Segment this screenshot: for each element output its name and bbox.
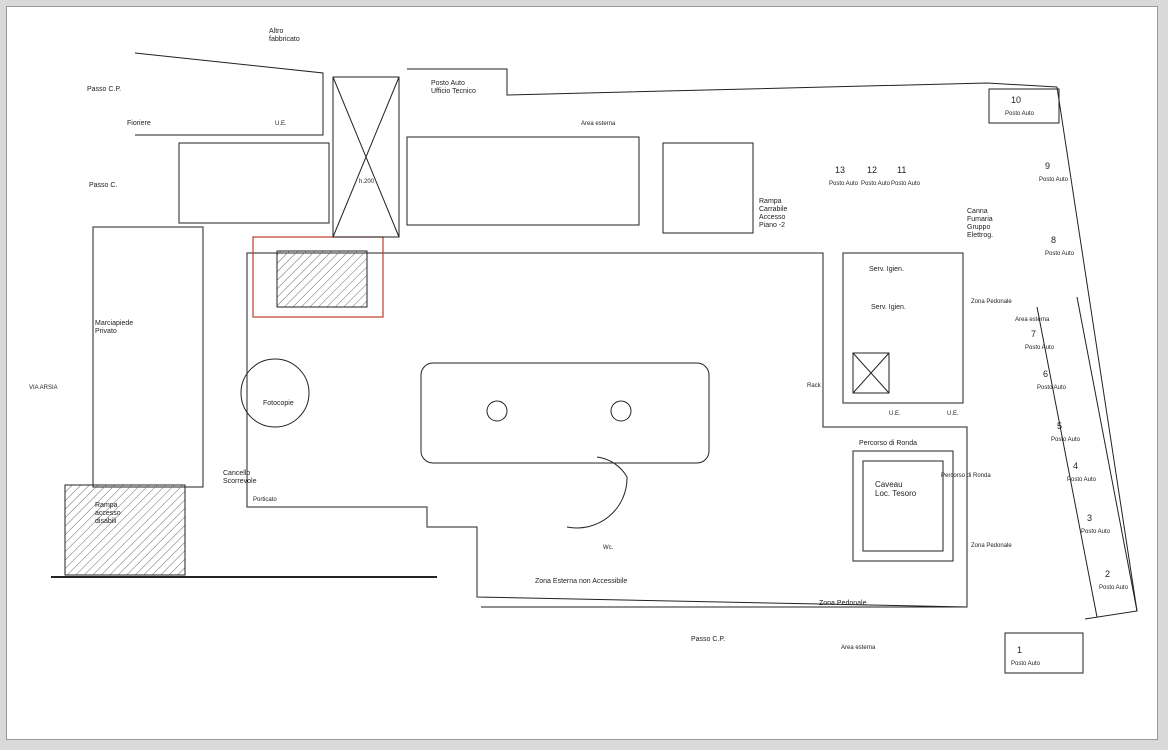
highlighted-office-hatch: [276, 250, 368, 308]
parking-number-4: 4: [1073, 461, 1078, 471]
label-ue-mid: U.E.: [889, 411, 901, 417]
parking-strip-right: [1076, 296, 1138, 612]
label-serv-igien-2: Serv. Igien.: [871, 304, 906, 311]
site-boundary-top: [407, 68, 1058, 96]
label-porticato: Porticato: [253, 497, 277, 503]
parking-label-7: Posto Auto: [1025, 345, 1055, 351]
spiral-stair: [566, 456, 628, 529]
parking-label-1: Posto Auto: [1011, 661, 1041, 667]
label-zona-pedonale-bottom: Zona Pedonale: [819, 600, 867, 607]
bottom-parking-box: [1004, 632, 1084, 674]
label-passo-c: Passo C.: [89, 182, 117, 189]
label-passo-cp-top: Passo C.P.: [87, 86, 121, 93]
ramp-bottom-left: [64, 484, 186, 576]
label-ue-top: U.E.: [275, 121, 287, 127]
planter-strip: [92, 226, 204, 488]
service-block: [842, 252, 964, 404]
label-zona-esterna: Zona Esterna non Accessibile: [535, 578, 627, 585]
label-percorso-ronda-v: Percorso di Ronda: [941, 473, 991, 479]
top-parking-box: [988, 88, 1060, 124]
label-fotocopie: Fotocopie: [263, 400, 294, 407]
label-zona-pedonale-v: Zona Pedonale: [971, 299, 1012, 305]
parking-label-4: Posto Auto: [1067, 477, 1097, 483]
highlighted-office: [252, 236, 384, 318]
label-ue-mid2: U.E.: [947, 411, 959, 417]
parking-number-2: 2: [1105, 569, 1110, 579]
right-boundary: [1056, 86, 1138, 620]
parking-label-12: Posto Auto: [861, 181, 891, 187]
core-shaft: [332, 76, 400, 238]
label-percorso-ronda-h: Percorso di Ronda: [859, 440, 917, 447]
parking-number-1: 1: [1017, 645, 1022, 655]
parking-number-6: 6: [1043, 369, 1048, 379]
label-serv-igien-1: Serv. Igien.: [869, 266, 904, 273]
parking-number-13: 13: [835, 165, 845, 175]
parking-number-7: 7: [1031, 329, 1036, 339]
parking-label-6: Posto Auto: [1037, 385, 1067, 391]
parking-label-10: Posto Auto: [1005, 111, 1035, 117]
photocopy-room: [240, 358, 310, 428]
lounge-area: [420, 362, 710, 464]
label-wc: Wc.: [603, 545, 614, 551]
parking-number-9: 9: [1045, 161, 1050, 171]
label-via: VIA ARSIA: [29, 385, 58, 391]
parking-label-9: Posto Auto: [1039, 177, 1069, 183]
parking-label-2: Posto Auto: [1099, 585, 1129, 591]
label-fioriere: Fioriere: [127, 120, 151, 127]
site-boundary: [134, 52, 324, 136]
parking-label-8: Posto Auto: [1045, 251, 1075, 257]
ramp-block-east: [662, 142, 754, 234]
elevator: [852, 352, 890, 394]
parking-number-3: 3: [1087, 513, 1092, 523]
label-rack: Rack: [807, 383, 822, 389]
main-building-outline: [246, 252, 968, 608]
label-area-esterna-right: Area esterna: [1015, 317, 1050, 323]
parking-label-3: Posto Auto: [1081, 529, 1111, 535]
label-zona-pedonale-r: Zona Pedonale: [971, 543, 1012, 549]
label-h200: h.200: [359, 179, 375, 185]
parking-number-5: 5: [1057, 421, 1062, 431]
label-passo-cp-bottom: Passo C.P.: [691, 636, 725, 643]
parking-label-5: Posto Auto: [1051, 437, 1081, 443]
ramp-block-west: [178, 142, 330, 224]
label-area-esterna-bottom: Area esterna: [841, 645, 876, 651]
caveau-room: [852, 450, 954, 562]
parking-number-8: 8: [1051, 235, 1056, 245]
parking-number-12: 12: [867, 165, 877, 175]
ramp-block-center: [406, 136, 640, 226]
parking-label-13: Posto Auto: [829, 181, 859, 187]
parking-label-11: Posto Auto: [891, 181, 921, 187]
parking-number-11: 11: [897, 165, 906, 175]
label-area-esterna-top: Area esterna: [581, 121, 616, 127]
parking-number-10: 10: [1011, 95, 1021, 105]
